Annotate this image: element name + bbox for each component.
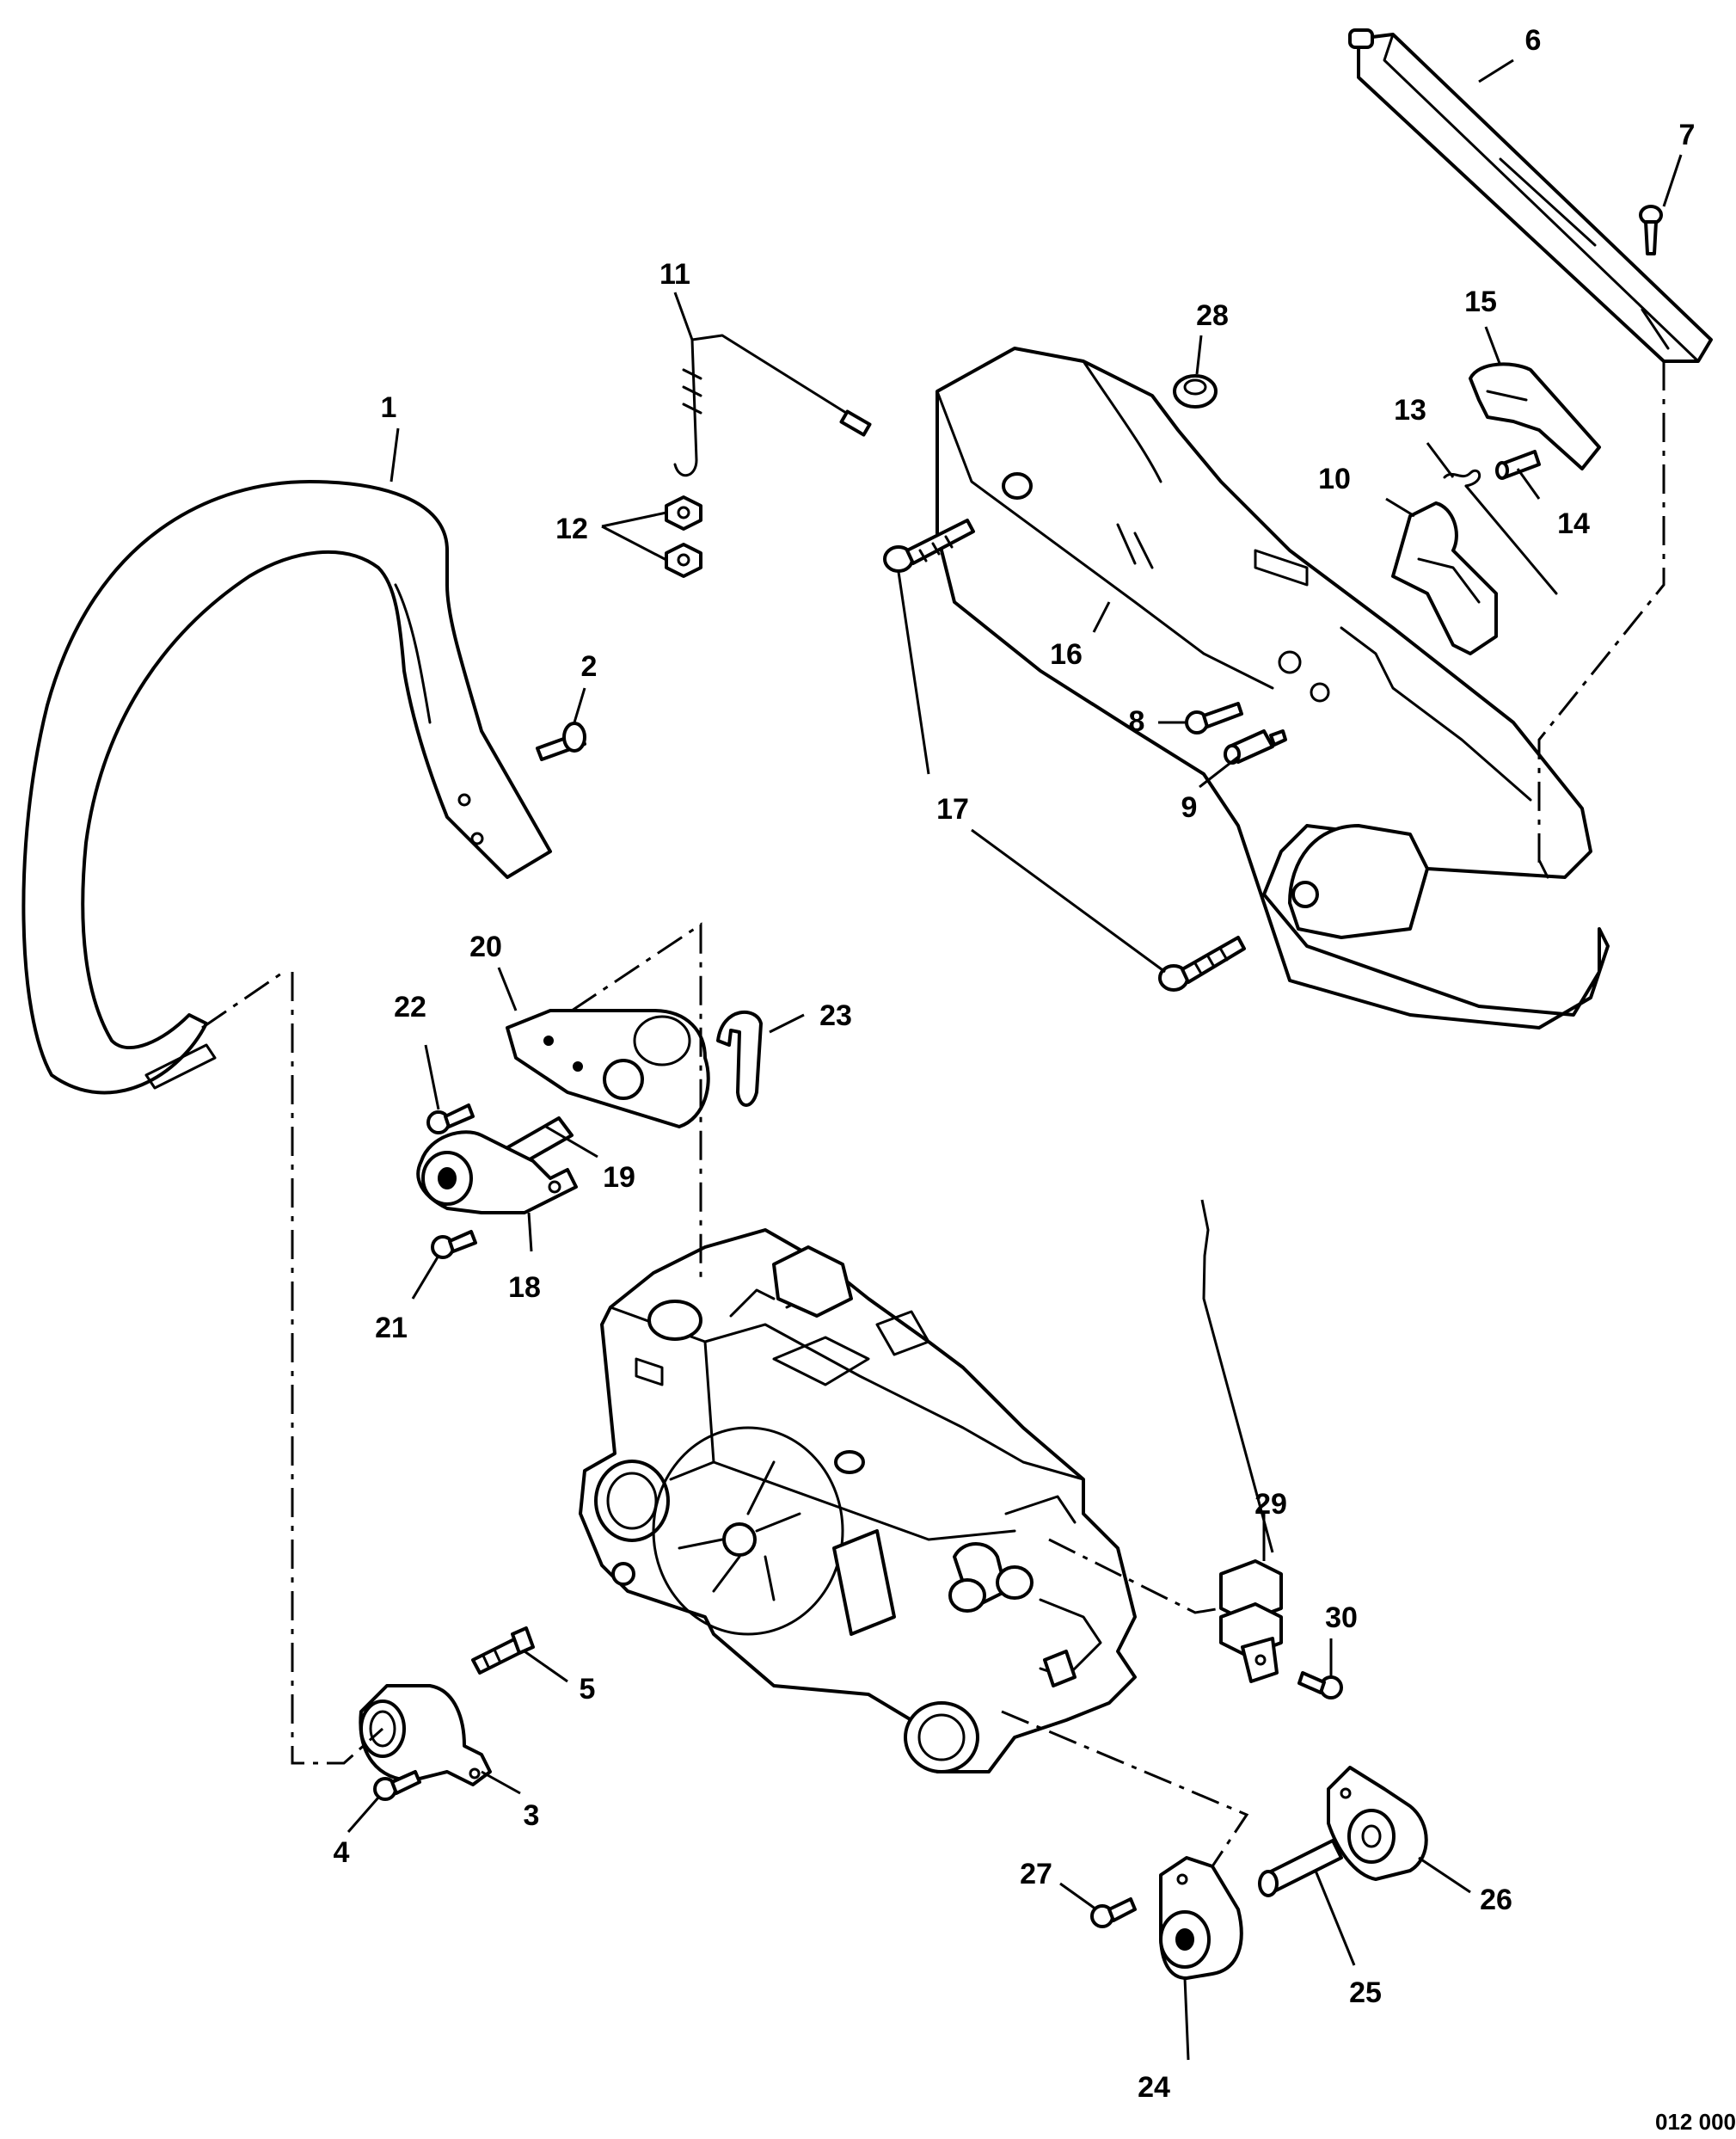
- av-mount-24: [1159, 1856, 1243, 1980]
- callout-6: 6: [1525, 24, 1542, 57]
- av-mount-3: [359, 1684, 492, 1786]
- callout-12: 12: [555, 513, 588, 545]
- callout-7: 7: [1679, 119, 1696, 151]
- callout-14: 14: [1557, 507, 1590, 540]
- callout-2: 2: [581, 650, 598, 683]
- throttle-rod: [673, 334, 872, 476]
- bolt-17-lower: [1158, 936, 1246, 992]
- rear-handle-housing: [935, 347, 1610, 1030]
- av-mount-26: [1327, 1766, 1428, 1881]
- clip-23: [716, 1011, 763, 1107]
- callout-29: 29: [1254, 1488, 1287, 1521]
- screw-30: [1297, 1671, 1343, 1700]
- callout-3: 3: [524, 1799, 540, 1832]
- screw-4: [373, 1770, 421, 1801]
- callout-27: 27: [1020, 1858, 1052, 1890]
- callout-22: 22: [394, 991, 426, 1023]
- callout-16: 16: [1050, 638, 1083, 671]
- callouts: 1 2 3 4 5 6 7 8 9 10 11 12 13 14 15 16 1…: [334, 24, 1696, 2104]
- callout-1: 1: [381, 391, 397, 424]
- bolt-17-upper: [883, 519, 975, 573]
- callout-4: 4: [334, 1836, 350, 1869]
- callout-28: 28: [1196, 299, 1229, 332]
- callout-19: 19: [603, 1161, 635, 1194]
- callout-15: 15: [1464, 286, 1497, 318]
- callout-17: 17: [936, 793, 969, 826]
- rear-grip: [1348, 28, 1713, 363]
- screw-21: [431, 1230, 477, 1259]
- callout-11: 11: [659, 258, 690, 291]
- callout-18: 18: [508, 1271, 541, 1304]
- callout-20: 20: [469, 931, 502, 963]
- front-handle-bar: [21, 480, 552, 1095]
- assembly-lines: [201, 361, 1665, 1867]
- screw-7: [1639, 205, 1663, 255]
- stud-5: [471, 1626, 535, 1675]
- figure-code: 012 000: [1655, 2109, 1736, 2135]
- callout-10: 10: [1318, 463, 1351, 495]
- callout-13: 13: [1394, 394, 1426, 427]
- callout-8: 8: [1129, 705, 1145, 738]
- nut-pair: [665, 495, 702, 578]
- crankcase: [579, 1228, 1137, 1773]
- pin-25: [1258, 1839, 1343, 1897]
- leader-lines: [347, 58, 1683, 2061]
- throttle-trigger-10: [1391, 501, 1498, 655]
- callout-21: 21: [375, 1312, 408, 1344]
- damper-29: [1219, 1559, 1283, 1683]
- screw-2: [536, 722, 586, 761]
- screw-22: [426, 1103, 475, 1134]
- callout-25: 25: [1349, 1976, 1382, 2009]
- callout-23: 23: [819, 999, 852, 1032]
- bushing-28: [1173, 374, 1218, 409]
- pin-14: [1495, 450, 1541, 480]
- av-mount-18: [416, 1130, 578, 1214]
- callout-30: 30: [1325, 1601, 1358, 1634]
- throttle-lock-15: [1469, 362, 1601, 470]
- callout-9: 9: [1181, 791, 1198, 824]
- av-mount-20: [506, 1009, 710, 1128]
- screw-8: [1185, 702, 1243, 735]
- callout-24: 24: [1138, 2071, 1170, 2104]
- callout-5: 5: [580, 1673, 596, 1706]
- screw-27: [1090, 1897, 1137, 1928]
- callout-26: 26: [1480, 1884, 1512, 1916]
